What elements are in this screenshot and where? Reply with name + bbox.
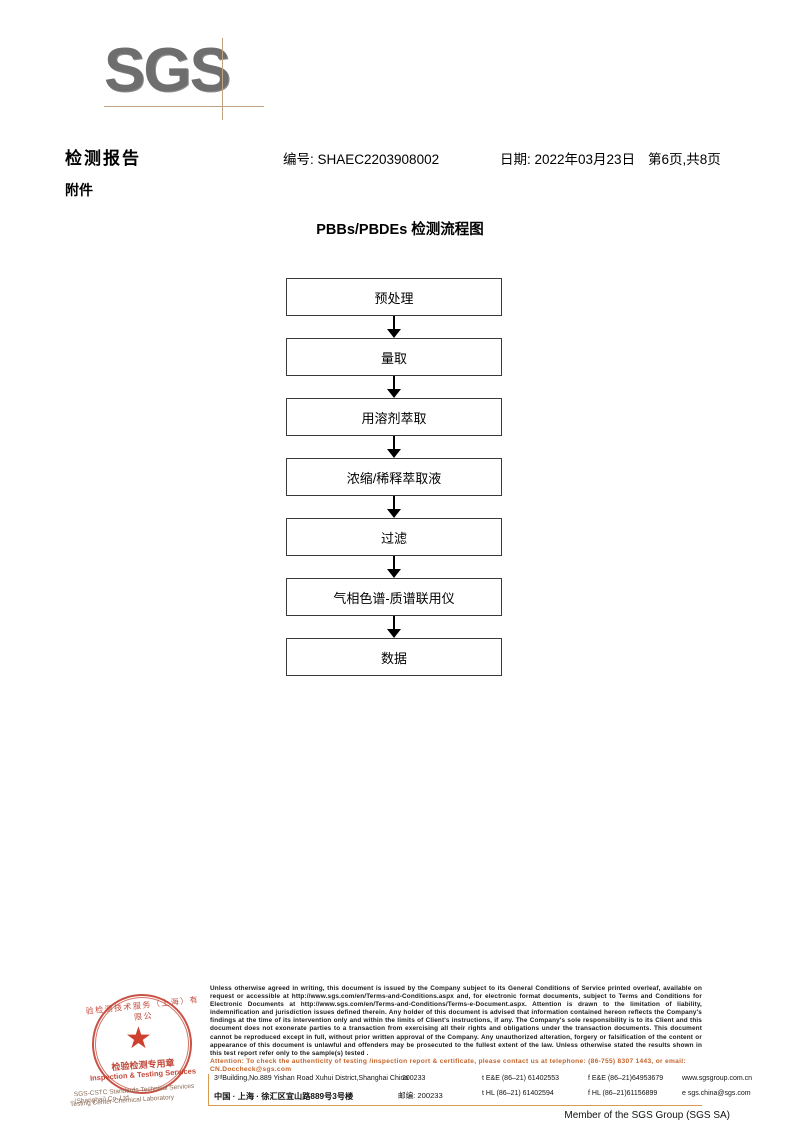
telephone-hl: t HL (86–21) 61402594 (482, 1090, 554, 1097)
report-number: 编号: SHAEC2203908002 (283, 152, 440, 167)
flow-step: 浓缩/稀释萃取液 (286, 458, 502, 496)
report-date: 日期: 2022年03月23日 (500, 152, 636, 167)
telephone-ee: t E&E (86–21) 61402553 (482, 1075, 560, 1082)
flow-step: 量取 (286, 338, 502, 376)
flow-box-label: 过滤 (286, 518, 502, 556)
flow-step: 过滤 (286, 518, 502, 556)
email-link[interactable]: e sgs.china@sgs.com (682, 1090, 751, 1097)
arrow-head (387, 329, 401, 338)
flow-step: 数据 (286, 638, 502, 676)
legal-disclaimer-text: Unless otherwise agreed in writing, this… (210, 985, 702, 1057)
arrow-head (387, 509, 401, 518)
star-icon: ★ (125, 1022, 152, 1055)
flowchart-title: PBBs/PBDEs 检测流程图 (316, 222, 484, 238)
flow-box-label: 预处理 (286, 278, 502, 316)
arrow-head (387, 389, 401, 398)
logo-vertical-rule (222, 38, 223, 120)
flow-arrow-icon (286, 556, 502, 578)
logo-horizontal-rule (104, 106, 264, 107)
flow-step: 气相色谱-质谱联用仪 (286, 578, 502, 616)
page-indicator: 第6页,共8页 (648, 152, 721, 167)
member-of-group-line: Member of the SGS Group (SGS SA) (564, 1110, 730, 1121)
flow-arrow-icon (286, 316, 502, 338)
sgs-logo-text: SGS (104, 36, 231, 105)
address-left-rule (208, 1074, 210, 1106)
arrow-shaft (393, 316, 396, 331)
zip-english: 200233 (402, 1075, 426, 1082)
arrow-shaft (393, 436, 396, 451)
flow-arrow-icon (286, 436, 502, 458)
flowchart: 预处理 量取 用溶剂萃取 浓缩/稀释萃取液 过滤 气相色谱-质谱联用仪 数据 (286, 278, 502, 676)
flow-step: 用溶剂萃取 (286, 398, 502, 436)
flow-arrow-icon (286, 376, 502, 398)
arrow-shaft (393, 556, 396, 571)
flow-box-label: 浓缩/稀释萃取液 (286, 458, 502, 496)
flow-box-label: 量取 (286, 338, 502, 376)
attachment-label: 附件 (65, 182, 93, 198)
address-row-chinese: 中国 · 上海 · 徐汇区宜山路889号3号楼 邮编: 200233 t HL … (214, 1090, 751, 1106)
arrow-shaft (393, 496, 396, 511)
company-seal-stamp: 验检测技术服务（上海）有限公 ★ 检验检测专用章 Inspection & Te… (70, 986, 202, 1108)
flow-step: 预处理 (286, 278, 502, 316)
flow-box-label: 数据 (286, 638, 502, 676)
address-row-english: 3ʳᵈBuilding,No.889 Yishan Road Xuhui Dis… (214, 1075, 752, 1091)
arrow-head (387, 449, 401, 458)
arrow-shaft (393, 616, 396, 631)
sgs-logo: SGS (104, 38, 264, 120)
flow-arrow-icon (286, 496, 502, 518)
arrow-head (387, 569, 401, 578)
flow-box-label: 气相色谱-质谱联用仪 (286, 578, 502, 616)
flow-arrow-icon (286, 616, 502, 638)
fax-ee: f E&E (86–21)64953679 (588, 1075, 664, 1082)
arrow-head (387, 629, 401, 638)
page-footer: 验检测技术服务（上海）有限公 ★ 检验检测专用章 Inspection & Te… (0, 978, 800, 1131)
address-english: 3ʳᵈBuilding,No.889 Yishan Road Xuhui Dis… (214, 1075, 409, 1082)
address-chinese: 中国 · 上海 · 徐汇区宜山路889号3号楼 (214, 1092, 354, 1101)
page-title: 检测报告 (65, 149, 141, 168)
arrow-shaft (393, 376, 396, 391)
address-bottom-rule (208, 1105, 702, 1107)
attention-notice-text: Attention: To check the authenticity of … (210, 1058, 686, 1074)
fax-hl: f HL (86–21)61156899 (588, 1090, 658, 1097)
zip-chinese: 邮编: 200233 (398, 1091, 443, 1100)
flow-box-label: 用溶剂萃取 (286, 398, 502, 436)
website-link[interactable]: www.sgsgroup.com.cn (682, 1075, 753, 1082)
